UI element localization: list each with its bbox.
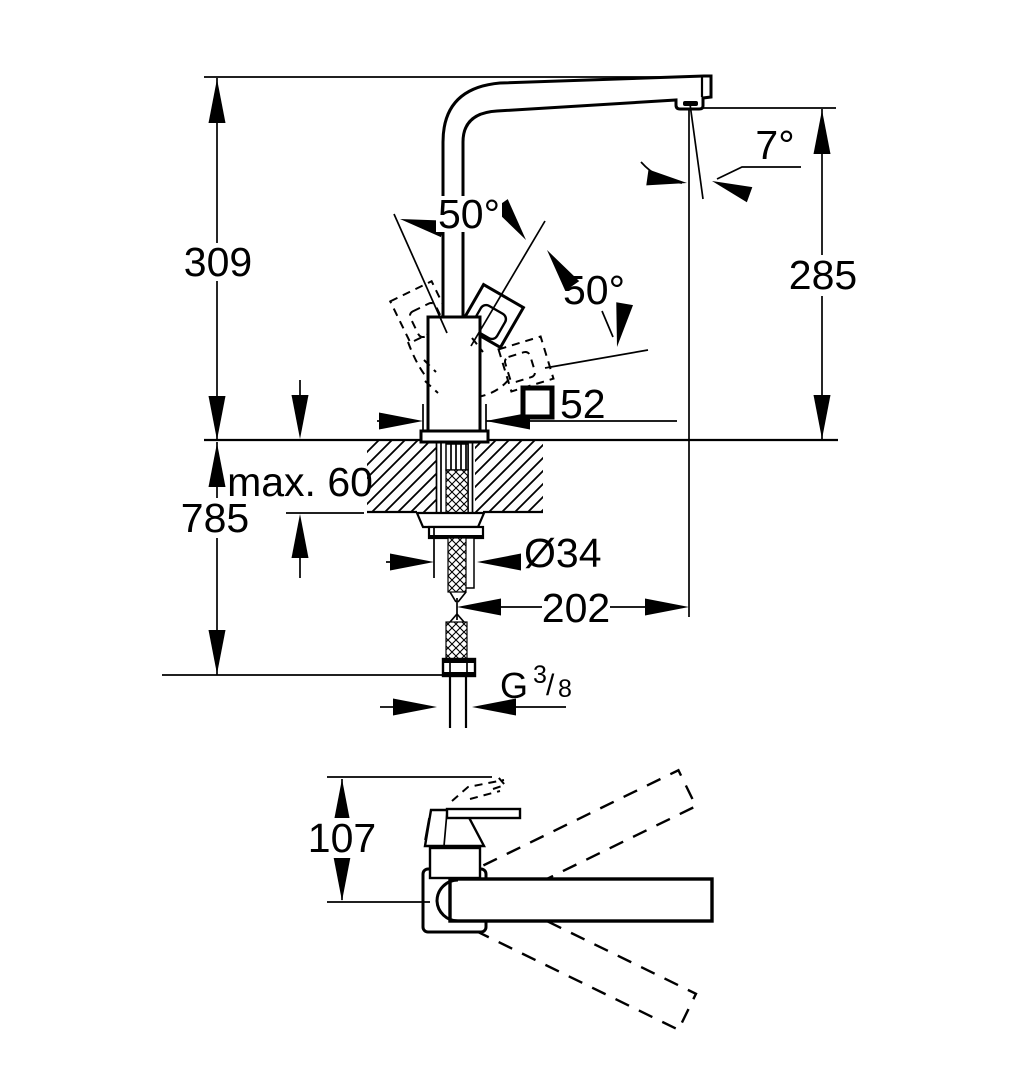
dimension-dia34: Ø34 <box>386 530 602 576</box>
swing-line-right <box>544 349 649 369</box>
thread-label-sup: 3 <box>533 661 547 689</box>
spout-outline <box>441 74 713 318</box>
swing-arrow-d <box>616 302 634 347</box>
dimension-785: 785 <box>181 442 250 675</box>
mounting-washer <box>415 511 486 529</box>
swing-arrow-c <box>547 250 580 291</box>
thread-label-sub: 8 <box>558 675 572 703</box>
swing-leader-right <box>601 310 614 338</box>
dim-52-label: 52 <box>560 381 606 427</box>
outlet-angle-label: 7° <box>755 122 794 168</box>
supply-hose-mid <box>448 538 466 592</box>
side-elevation-view: 7° 50° 50° 309 <box>162 74 858 728</box>
handle-right-position-outline <box>497 335 555 393</box>
lever-raised-position <box>451 776 507 802</box>
dim-max60-label: max. 60 <box>227 459 373 505</box>
handle-right-position-inner <box>504 351 536 383</box>
supply-hose-lower <box>446 622 467 659</box>
plan-handle-lever <box>445 807 522 820</box>
hatch-left <box>367 441 437 512</box>
swing-arrow-a <box>400 219 445 238</box>
swing-angle-label-top: 50° <box>438 191 500 237</box>
hose-taper <box>449 591 467 603</box>
shank-fitting <box>445 443 469 471</box>
plan-spout <box>448 877 714 923</box>
dimension-thread: G 3 / 8 <box>380 661 572 716</box>
plan-swivel-view: 107 <box>308 768 714 1032</box>
dim-285-label: 285 <box>789 252 857 298</box>
faucet-body <box>426 315 482 434</box>
angle-arrow-right <box>712 181 753 203</box>
swing-angle-annotations: 50° 50° <box>393 191 649 369</box>
outlet-angle-annotation: 7° <box>640 103 801 617</box>
outlet-tilt-line <box>689 103 704 200</box>
dimension-285: 285 <box>701 107 858 439</box>
thread-label-g: G <box>500 665 528 706</box>
thread-label-slash: / <box>546 669 555 702</box>
dim-309-label: 309 <box>184 239 252 285</box>
swing-line-left <box>393 213 448 334</box>
dim-202-label: 202 <box>542 585 610 631</box>
swing-line-handle <box>470 220 546 347</box>
dimension-max60: max. 60 <box>227 380 373 578</box>
aerator-slot <box>683 101 698 106</box>
square-symbol <box>520 385 555 420</box>
dim-dia34-label: Ø34 <box>524 530 602 576</box>
swivel-joint-arc <box>435 878 459 923</box>
plan-body <box>428 846 482 880</box>
dim-785-label: 785 <box>181 495 249 541</box>
mounting-shank-assembly <box>415 441 486 728</box>
supply-hose-upper <box>446 470 468 513</box>
hatch-right <box>475 441 543 512</box>
dimension-202: 202 <box>457 585 689 631</box>
dim-107-label: 107 <box>308 815 376 861</box>
angle-leader <box>716 166 801 180</box>
dimension-309: 309 <box>184 78 252 440</box>
dimension-square52: 52 <box>377 381 677 432</box>
counter-slab-section <box>367 441 543 514</box>
base-plate <box>419 429 490 444</box>
swing-angle-label-right: 50° <box>563 267 625 313</box>
dimension-107: 107 <box>308 776 492 903</box>
angle-arrow-left <box>646 169 687 186</box>
